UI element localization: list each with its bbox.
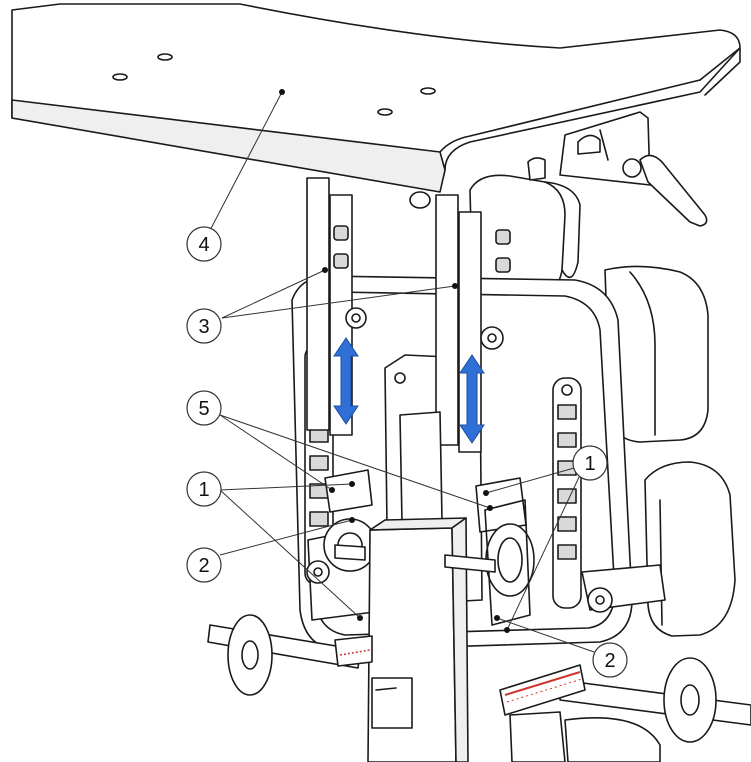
svg-text:1: 1 (584, 453, 595, 475)
callout-2-right: 2 (592, 642, 628, 678)
tray-front-edge (11, 99, 446, 193)
callout-2-left: 2 (186, 547, 222, 583)
double-arrow-vertical-icon (459, 354, 485, 444)
leader-lines (205, 89, 595, 653)
svg-text:2: 2 (604, 650, 615, 672)
callout-1-right: 1 (572, 445, 608, 481)
svg-text:1: 1 (198, 479, 209, 501)
star-knob-upper-right (480, 326, 504, 350)
star-knob-upper-left (345, 307, 367, 329)
callout-4: 4 (186, 226, 222, 262)
tray (11, 3, 741, 227)
star-knob-lower-right (587, 587, 613, 613)
lower-mechanism (207, 411, 751, 762)
callout-5: 5 (186, 390, 222, 426)
tray-lever (639, 154, 708, 227)
star-knob-lower-left (306, 560, 330, 584)
svg-text:4: 4 (198, 234, 209, 256)
double-arrow-vertical-icon (333, 337, 359, 425)
side-cushion-lower (644, 461, 736, 637)
callout-1-left: 1 (186, 471, 222, 507)
tray-support-bars (306, 177, 511, 453)
slot-column-right (552, 377, 582, 609)
svg-text:5: 5 (198, 398, 209, 420)
bar-holes (333, 225, 511, 273)
tray-screw-holes (112, 53, 436, 116)
svg-text:3: 3 (198, 316, 209, 338)
svg-text:2: 2 (198, 555, 209, 577)
callout-3: 3 (186, 308, 222, 344)
